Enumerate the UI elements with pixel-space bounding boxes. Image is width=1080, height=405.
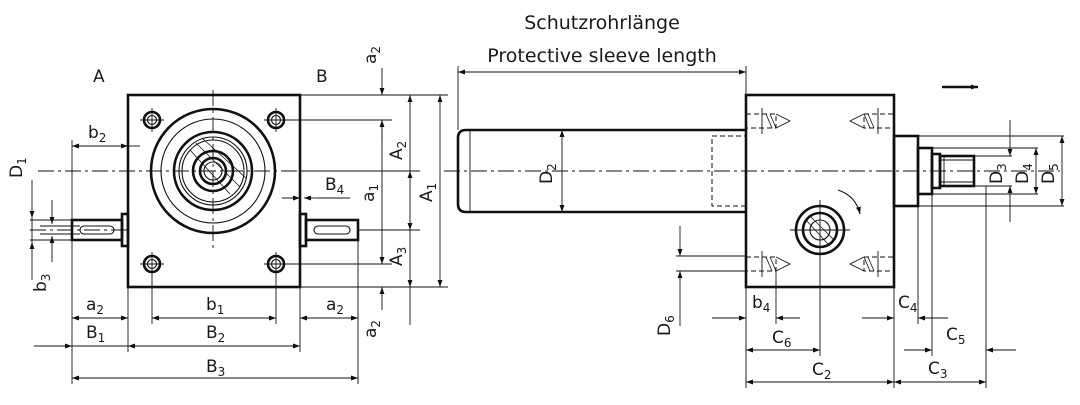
svg-text:C6: C6 [772,328,792,350]
flange-inner [160,118,266,224]
right-input-shaft [298,212,360,248]
label-b2: b2 [88,123,106,145]
label-A2: A2 [387,141,409,160]
screw-bottom-left [745,251,792,277]
svg-text:D6: D6 [655,315,677,336]
svg-text:B4: B4 [325,175,344,197]
label-b1: b1 [206,295,224,317]
label-D2: D2 [537,163,559,184]
label-C2: C2 [812,360,832,382]
svg-text:b3: b3 [31,274,53,292]
spindle-outer [191,149,235,193]
svg-text:b2: b2 [88,123,106,145]
label-B2: B2 [206,323,225,345]
label-b3: b3 [31,274,53,292]
label-a2-top: a2 [361,46,383,64]
mounting-hole-top-left [140,108,164,132]
svg-text:D2: D2 [537,163,559,184]
svg-text:B3: B3 [206,357,225,379]
svg-text:C3: C3 [928,359,948,381]
svg-text:b4: b4 [752,293,770,315]
label-a2-left: a2 [86,295,104,317]
svg-text:C5: C5 [946,325,966,347]
label-b4: b4 [752,293,770,315]
spindle-core [203,161,223,181]
svg-text:A1: A1 [417,183,439,202]
label-a2-right: a2 [326,295,344,317]
gearbox-side-view [444,66,1065,388]
svg-text:D1: D1 [7,157,29,178]
boss-ring-2 [181,139,245,203]
view-label-a: A [93,67,105,87]
svg-text:a2: a2 [361,320,383,338]
svg-text:a2: a2 [361,46,383,64]
label-A3: A3 [387,247,409,266]
label-D5: D5 [1039,163,1061,184]
label-B1: B1 [86,323,105,345]
label-D1: D1 [7,157,29,178]
label-C4: C4 [898,293,918,315]
screw-top-right [848,108,895,134]
svg-text:C4: C4 [898,293,918,315]
svg-text:b1: b1 [206,295,224,317]
label-D4: D4 [1013,163,1035,184]
svg-text:A2: A2 [387,141,409,160]
spindle-inner [198,156,228,186]
mounting-hole-bottom-left [140,252,164,276]
svg-text:a2: a2 [86,295,104,317]
mounting-hole-bottom-right [264,252,288,276]
svg-text:a1: a1 [359,184,381,202]
gearbox-front-view [29,68,448,384]
svg-text:C2: C2 [812,360,832,382]
label-a1: a1 [359,184,381,202]
mounting-hole-top-right [264,108,288,132]
label-C5: C5 [946,325,966,347]
gearbox-body [126,93,302,289]
title-line-2: Protective sleeve length [487,45,717,67]
label-D3: D3 [987,163,1009,184]
screw-bottom-right [848,251,895,277]
svg-text:D4: D4 [1013,163,1035,184]
boss-ring-1 [178,136,248,206]
label-C3: C3 [928,359,948,381]
rotation-arrow [837,189,861,215]
boss-outer [172,130,254,212]
label-B4: B4 [325,175,344,197]
view-label-b: B [316,67,328,87]
worm-shaft-end [790,200,850,356]
svg-text:B2: B2 [206,323,225,345]
svg-text:B1: B1 [86,323,105,345]
label-A1: A1 [417,183,439,202]
label-C6: C6 [772,328,792,350]
label-B3: B3 [206,357,225,379]
flange-outer [149,107,277,235]
title-line-1: Schutzrohrlänge [524,12,680,34]
svg-text:D3: D3 [987,163,1009,184]
label-D6: D6 [655,315,677,336]
left-input-shaft [30,212,130,248]
screw-top-left [745,108,792,134]
svg-text:D5: D5 [1039,163,1061,184]
svg-text:a2: a2 [326,295,344,317]
svg-text:A3: A3 [387,247,409,266]
label-a2-bottom: a2 [361,320,383,338]
